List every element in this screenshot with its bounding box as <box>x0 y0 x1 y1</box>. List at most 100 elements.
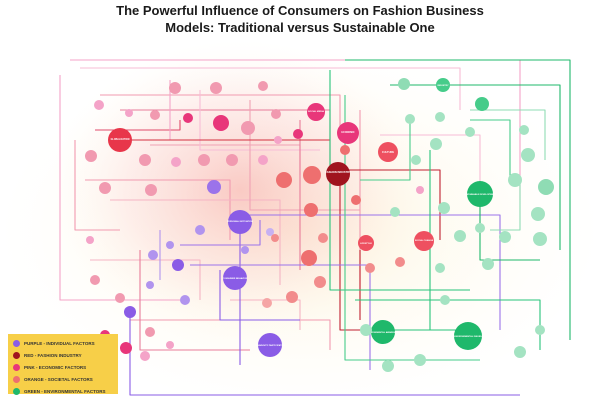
node-personal-motivation <box>228 210 252 234</box>
legend-label-pink: PINK - ECONOMIC FACTORS <box>24 365 87 370</box>
node-social-media <box>307 103 325 121</box>
node-economic <box>337 122 359 144</box>
node-green-p <box>430 138 442 150</box>
legend-item-purple: PURPLE - INDIVIDUAL FACTORS <box>13 338 113 349</box>
node-pink-04 <box>94 100 104 110</box>
node-green-h <box>454 230 466 242</box>
node-green-s <box>360 324 372 336</box>
node-pink-05 <box>125 109 133 117</box>
node-purple-d <box>166 241 174 249</box>
node-green-b <box>538 179 554 195</box>
legend-label-green: GREEN - ENVIRONMENTAL FACTORS <box>24 389 106 394</box>
node-orange-06 <box>314 276 326 288</box>
node-consumer-behavior <box>223 266 247 290</box>
legend-item-red: RED - FASHION INDUSTRY <box>13 350 113 361</box>
legend: PURPLE - INDIVIDUAL FACTORS RED - FASHIO… <box>8 334 118 395</box>
node-purple-i <box>241 246 249 254</box>
node-orange-11 <box>395 257 405 267</box>
legend-item-orange: ORANGE - SOCIETAL FACTORS <box>13 374 113 385</box>
node-pink-25 <box>140 351 150 361</box>
node-green-o <box>465 127 475 137</box>
node-pink-28 <box>86 236 94 244</box>
node-pink-27 <box>90 275 100 285</box>
node-pink-03 <box>258 81 268 91</box>
node-pink-23 <box>120 342 132 354</box>
node-pink-18 <box>99 182 111 194</box>
node-green-q <box>519 125 529 135</box>
node-green-c <box>521 148 535 162</box>
node-green-x <box>535 325 545 335</box>
node-pink-a <box>303 166 321 184</box>
chart-title-line-1: The Powerful Influence of Consumers on F… <box>116 3 484 18</box>
node-green-n <box>435 112 445 122</box>
node-pink-29 <box>416 186 424 194</box>
node-green-l <box>398 78 410 90</box>
legend-label-red: RED - FASHION INDUSTRY <box>24 353 82 358</box>
node-green-r <box>411 155 421 165</box>
node-pink-01 <box>169 82 181 94</box>
node-pink-07 <box>183 113 193 123</box>
node-label-social-media: SOCIAL MEDIA <box>308 110 324 113</box>
node-pink-12 <box>274 136 282 144</box>
node-pink-06 <box>150 110 160 120</box>
node-purple-f <box>195 225 205 235</box>
node-pink-26 <box>166 341 174 349</box>
legend-label-purple: PURPLE - INDIVIDUAL FACTORS <box>24 341 95 346</box>
node-green-y <box>390 207 400 217</box>
node-orange-08 <box>262 298 272 308</box>
legend-swatch-purple <box>13 340 20 347</box>
node-sustainable-development <box>467 181 493 207</box>
node-pink-09 <box>241 121 255 135</box>
node-green-k <box>475 97 489 111</box>
node-label-industry: INDUSTRY <box>437 85 449 87</box>
node-green-f <box>499 231 511 243</box>
legend-item-pink: PINK - ECONOMIC FACTORS <box>13 362 113 373</box>
legend-swatch-pink <box>13 364 20 371</box>
legend-swatch-red <box>13 352 20 359</box>
node-green-v <box>514 346 526 358</box>
node-green-d <box>531 207 545 221</box>
node-green-j <box>475 223 485 233</box>
legend-swatch-orange <box>13 376 20 383</box>
node-label-fashion-industry: FASHION INDUSTRY <box>325 170 351 174</box>
chart-title-line-2: Models: Traditional versus Sustainable O… <box>165 20 435 35</box>
node-purple-h <box>180 295 190 305</box>
node-purple-c <box>148 250 158 260</box>
node-orange-01 <box>276 172 292 188</box>
node-green-u <box>414 354 426 366</box>
node-environmental-issues <box>454 322 482 350</box>
node-green-t <box>382 360 394 372</box>
node-pink-08 <box>213 115 229 131</box>
legend-label-orange: ORANGE - SOCIETAL FACTORS <box>24 377 93 382</box>
node-purple-b <box>172 259 184 271</box>
node-pink-14 <box>139 154 151 166</box>
node-pink-19 <box>145 184 157 196</box>
node-pink-11 <box>293 129 303 139</box>
node-culture <box>378 142 398 162</box>
node-community-participation <box>258 333 282 357</box>
node-label-personal-motivation: PERSONAL MOTIVATION <box>227 220 254 223</box>
node-green-a <box>508 173 522 187</box>
node-label-sustainable: SUSTAINABLE DEVELOPMENT <box>464 193 497 196</box>
node-label-social-change: SOCIAL CHANGE <box>415 239 434 242</box>
node-green-z <box>435 263 445 273</box>
node-purple-j <box>266 228 274 236</box>
node-pink-21 <box>115 293 125 303</box>
node-orange-04 <box>271 234 279 242</box>
node-orange-05 <box>301 250 317 266</box>
node-orange-12 <box>340 145 350 155</box>
node-label-culture: CULTURE <box>382 150 394 154</box>
node-orange-09 <box>351 195 361 205</box>
node-pink-20 <box>258 155 268 165</box>
node-pink-16 <box>198 154 210 166</box>
node-green-m <box>405 114 415 124</box>
node-pink-17 <box>226 154 238 166</box>
node-pink-10 <box>271 109 281 119</box>
diagram-nodes: FASHION INDUSTRY GLOBALIZATION ECONOMIC … <box>85 78 554 372</box>
node-pink-02 <box>210 82 222 94</box>
node-label-environmental-issues: ENVIRONMENTAL ISSUES <box>454 335 482 338</box>
node-pink-24 <box>145 327 155 337</box>
node-label-consumer-behavior: CONSUMER BEHAVIOR <box>223 277 248 280</box>
node-environmental-awareness <box>371 320 395 344</box>
